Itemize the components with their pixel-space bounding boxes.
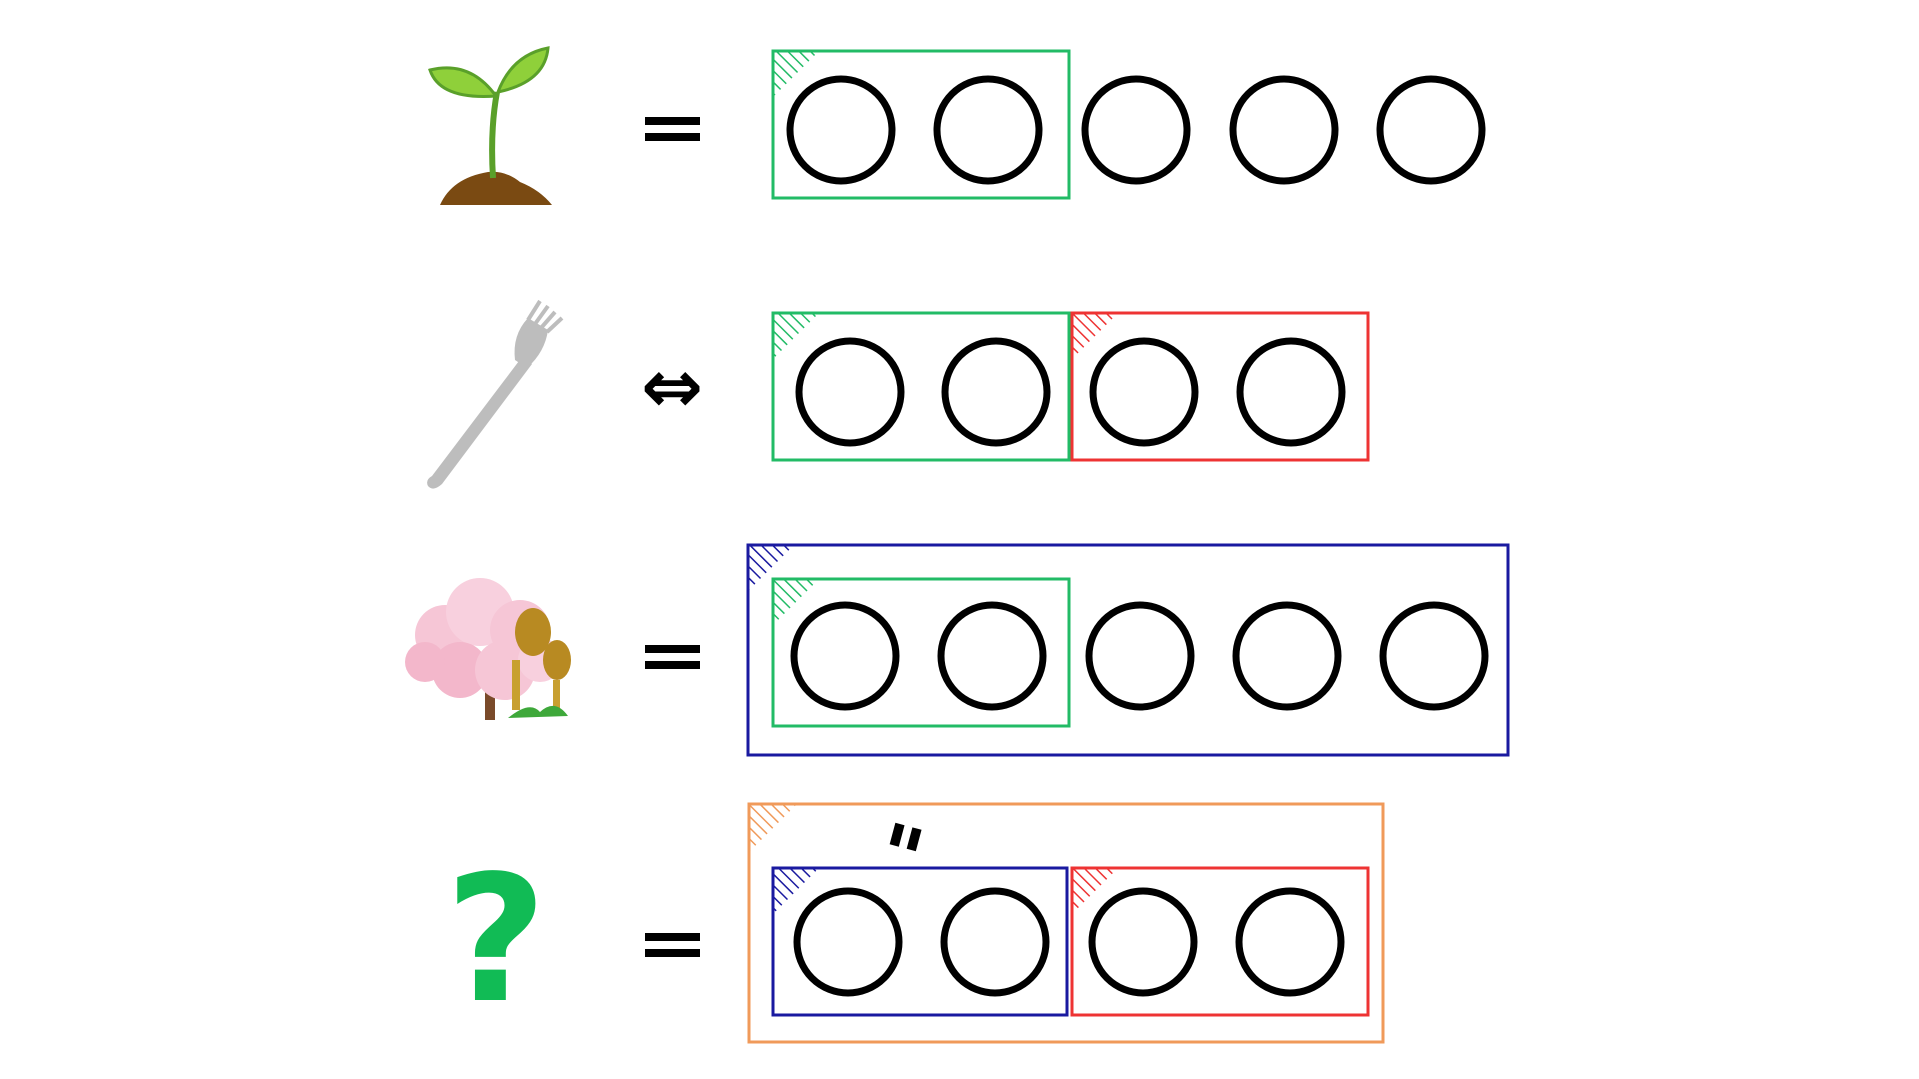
row-fork: ⇔: [427, 299, 1370, 489]
slot-circle: [1376, 75, 1486, 185]
question-mark: ?: [445, 839, 547, 1042]
slot-circle: [1229, 75, 1339, 185]
slot-circle: [1081, 75, 1191, 185]
row-sakura: [405, 543, 1510, 757]
slot-circle: [1088, 887, 1198, 997]
slot-circles-1: [786, 75, 1486, 185]
slot-circle: [1236, 337, 1346, 447]
slot-circles-4: [793, 887, 1345, 997]
slot-circle: [941, 337, 1051, 447]
slot-circles-3: [790, 601, 1489, 711]
row-sprout: [428, 46, 1486, 205]
blue-bracket-3: [746, 543, 1510, 757]
slot-circle: [940, 887, 1050, 997]
slot-circle: [1232, 601, 1342, 711]
fork-icon: [427, 299, 564, 489]
equals-sign-1: [645, 117, 700, 141]
slot-circle: [1089, 337, 1199, 447]
red-bracket-4: [1070, 866, 1370, 1017]
green-bracket-2: [771, 311, 1071, 462]
sprout-icon: [428, 46, 552, 205]
green-bracket-1: [771, 49, 1071, 200]
slot-circles-2: [795, 337, 1346, 447]
cherry-tree-icon: [405, 578, 571, 720]
row-answer: ? ": [445, 802, 1385, 1044]
slot-circle: [1379, 601, 1489, 711]
slot-circle: [786, 75, 896, 185]
slot-circle: [1235, 887, 1345, 997]
orange-bracket-4: [747, 802, 1385, 1044]
slot-circle: [795, 337, 905, 447]
red-bracket-2: [1070, 311, 1370, 462]
slot-circle: [937, 601, 1047, 711]
slot-circle: [1085, 601, 1195, 711]
equivalence-arrow: ⇔: [641, 344, 703, 430]
slot-circle: [793, 887, 903, 997]
dakuten-mark: ": [867, 806, 933, 909]
green-bracket-3: [771, 577, 1071, 728]
slot-circle: [790, 601, 900, 711]
slot-circle: [933, 75, 1043, 185]
blue-bracket-4: [771, 866, 1069, 1017]
equals-sign-3: [645, 645, 700, 669]
equals-sign-4: [645, 933, 700, 957]
